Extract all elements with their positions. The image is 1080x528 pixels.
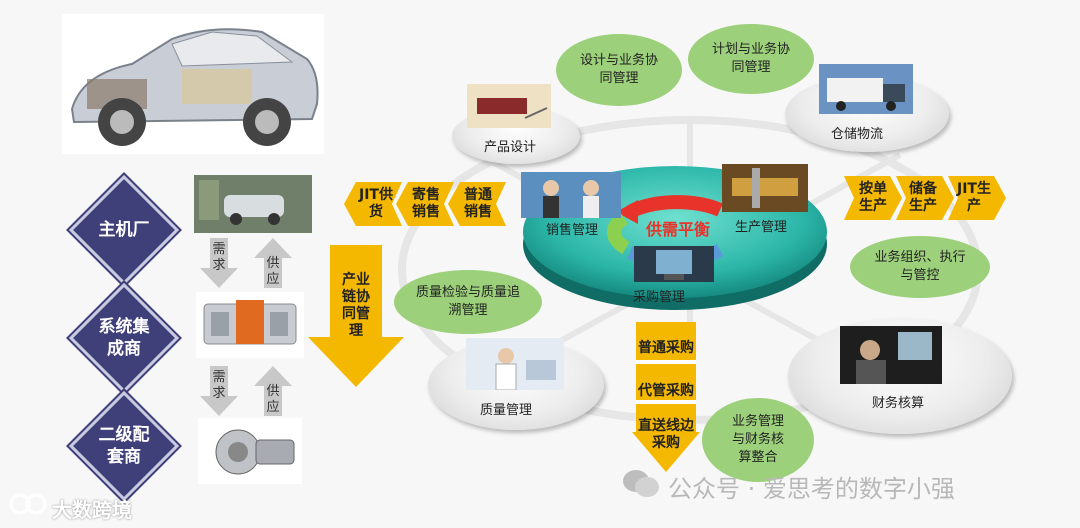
supply-label-2: 供应 (265, 384, 281, 416)
finance-photo (840, 326, 942, 384)
brand-logo-icon (8, 490, 52, 520)
truck-photo (819, 64, 913, 114)
car-cutaway-image (62, 14, 324, 154)
purchase-label-2: 代管采购 (636, 383, 696, 400)
purchasing-management-label: 采购管理 (633, 286, 685, 305)
sales-management-label: 销售管理 (546, 219, 598, 238)
tier-oem: 主机厂 (70, 176, 178, 284)
component-part-image (198, 418, 302, 484)
product-design-photo (467, 84, 551, 128)
finance-label: 财务核算 (872, 392, 924, 411)
sales-label-3: 普通销售 (460, 187, 496, 221)
production-label-2: 储备生产 (906, 181, 940, 215)
production-photo (722, 164, 808, 212)
biz-control-bubble: 业务组织、执行与管控 (850, 236, 990, 298)
tier-system-integrator: 系统集成商 (70, 284, 178, 392)
assembly-line-image (194, 175, 312, 233)
supply-chain-label: 产业链协同管理 (338, 272, 374, 340)
quality-photo (466, 338, 564, 390)
sales-photo (521, 172, 621, 218)
design-collab-bubble: 设计与业务协同管理 (556, 34, 682, 106)
wechat-icon (622, 468, 660, 498)
production-management-label: 生产管理 (735, 216, 787, 235)
production-label-3: JIT生产 (957, 181, 991, 215)
plan-collab-bubble: 计划与业务协同管理 (688, 24, 814, 94)
tier-secondary-supplier-label: 二级配套商 (92, 424, 156, 468)
wechat-watermark: 公众号 · 爱思考的数字小强 (668, 469, 955, 504)
quality-label: 质量管理 (480, 399, 532, 418)
system-module-image (196, 292, 304, 358)
demand-label-1: 需求 (211, 242, 227, 274)
purchase-label-1: 普通采购 (636, 340, 696, 357)
demand-label-2: 需求 (211, 370, 227, 402)
production-label-1: 按单生产 (856, 181, 890, 215)
sales-label-2: 寄售销售 (408, 187, 444, 221)
tier-system-integrator-label: 系统集成商 (92, 316, 156, 360)
supply-label-1: 供应 (265, 256, 281, 288)
balance-title: 供需平衡 (646, 216, 710, 240)
product-design-label: 产品设计 (484, 136, 536, 155)
tier-oem-label: 主机厂 (84, 219, 164, 241)
sales-label-1: JIT供货 (356, 187, 396, 221)
purchasing-photo (634, 246, 714, 282)
warehouse-label: 仓储物流 (831, 123, 883, 142)
quality-trace-bubble: 质量检验与质量追溯管理 (394, 270, 542, 334)
purchase-label-3: 直送线边采购 (636, 418, 696, 452)
tier-secondary-supplier: 二级配套商 (70, 392, 178, 500)
brand-logo-text: 大数跨境 (52, 494, 132, 523)
